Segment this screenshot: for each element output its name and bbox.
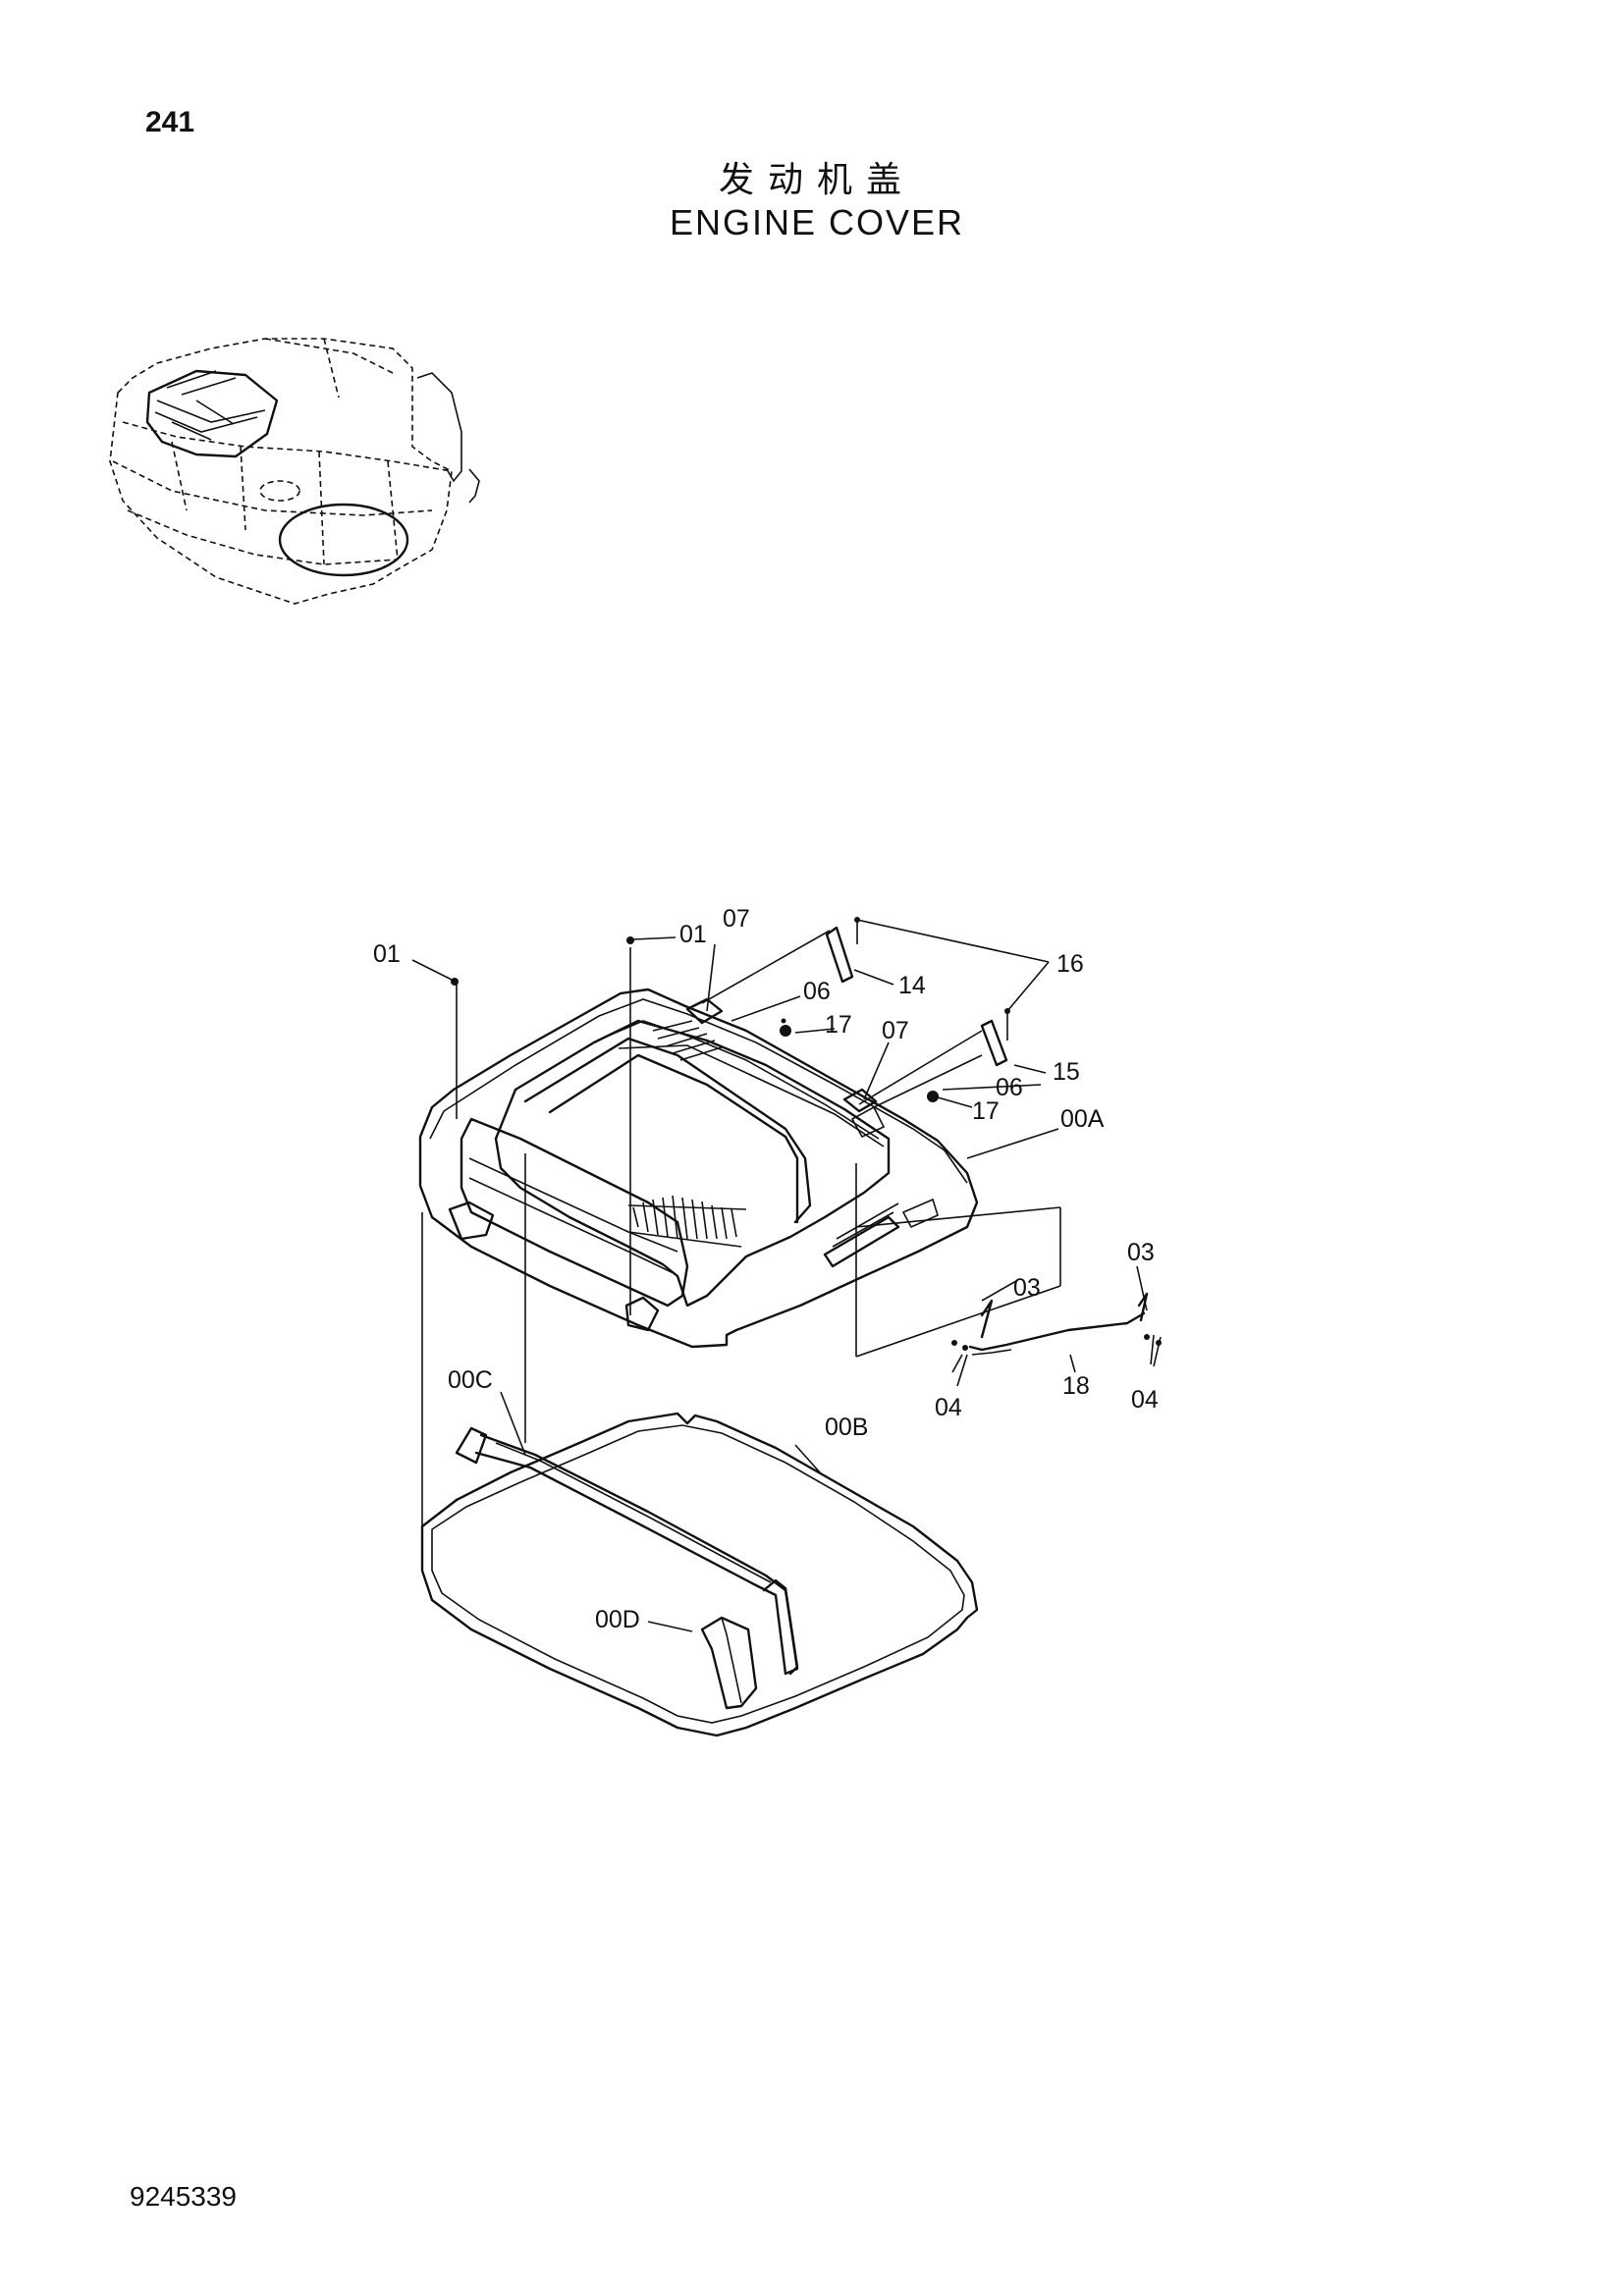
callout-01-top: 01 xyxy=(679,921,707,948)
page-number: 241 xyxy=(145,106,195,138)
callout-00D: 00D xyxy=(595,1606,640,1633)
document-number: 9245339 xyxy=(130,2181,238,2212)
callout-03-b: 03 xyxy=(1013,1274,1041,1302)
exploded-assembly xyxy=(411,917,1162,1737)
callout-07-a: 07 xyxy=(723,905,750,933)
location-key-illustration xyxy=(109,338,480,605)
callout-17-a: 17 xyxy=(825,1011,852,1039)
callout-07-b: 07 xyxy=(882,1017,909,1044)
vent-slots xyxy=(627,1195,747,1248)
callout-03-a: 03 xyxy=(1127,1239,1155,1266)
callout-18: 18 xyxy=(1062,1372,1090,1400)
callout-06-b: 06 xyxy=(996,1074,1023,1101)
callout-04-b: 04 xyxy=(1131,1386,1159,1414)
page-title-chinese: 发动机盖 xyxy=(718,160,915,200)
callout-01-left: 01 xyxy=(373,940,401,968)
callout-16: 16 xyxy=(1056,950,1084,978)
callout-00C: 00C xyxy=(448,1366,493,1394)
page-title: ENGINE COVER xyxy=(669,202,965,242)
callout-00A: 00A xyxy=(1060,1105,1105,1133)
callout-15: 15 xyxy=(1053,1058,1080,1086)
callout-14: 14 xyxy=(898,972,926,999)
callout-04-a: 04 xyxy=(935,1394,962,1421)
callout-00B: 00B xyxy=(825,1414,868,1441)
callout-06-a: 06 xyxy=(803,978,831,1005)
callout-17-b: 17 xyxy=(972,1097,1000,1125)
